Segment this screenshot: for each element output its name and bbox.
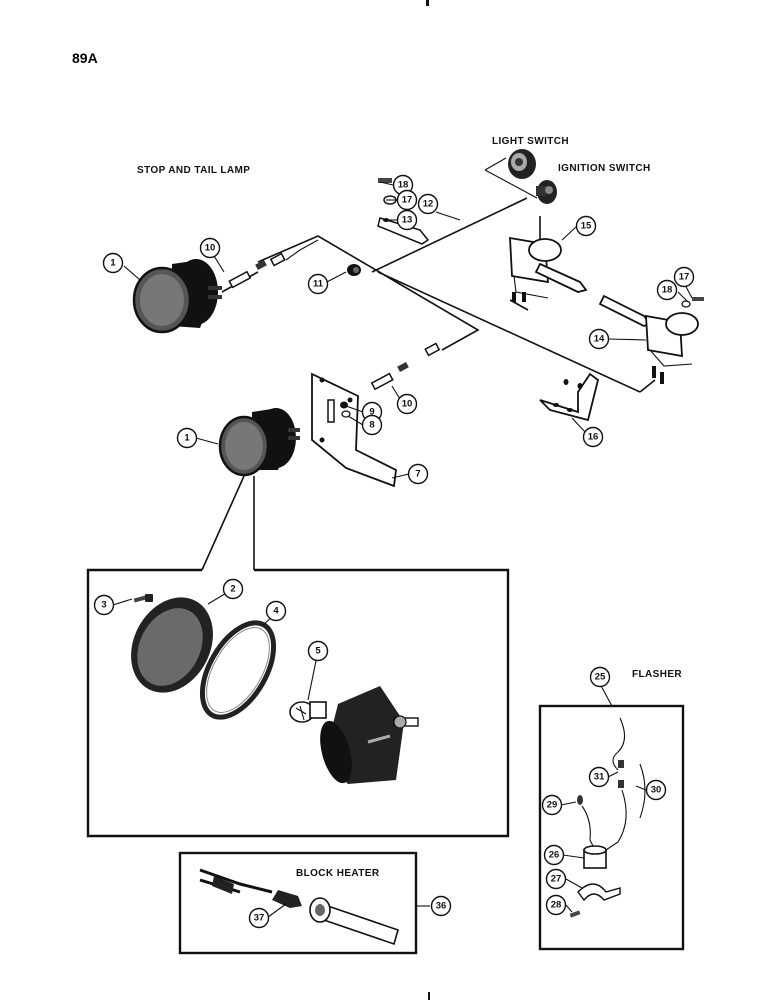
label-stop-and-tail-lamp: STOP AND TAIL LAMP [137,165,250,176]
callout-18-right: 18 [662,285,673,296]
callout-11: 11 [313,279,324,290]
label-light-switch: LIGHT SWITCH [492,136,569,147]
callouts: 1 10 11 18 17 13 12 15 18 17 14 16 10 9 … [93,174,695,929]
callout-30: 30 [651,785,662,796]
callout-17-right: 17 [679,272,690,283]
light-switch [508,149,536,179]
lamp-lens-door [131,597,213,693]
flasher-unit [583,845,607,869]
callout-5: 5 [315,646,321,657]
callout-31: 31 [594,772,605,783]
callout-7: 7 [415,469,420,480]
callout-4: 4 [273,606,279,617]
callout-26: 26 [549,850,560,861]
lamp-bulb [289,701,327,723]
callout-2: 2 [230,584,235,595]
callout-27: 27 [551,874,562,885]
callout-36: 36 [436,901,447,912]
nut-washer [340,401,351,418]
callout-18: 18 [398,180,409,191]
leader-explode-left [201,475,245,571]
callout-1-lower: 1 [184,433,190,444]
callout-1: 1 [110,258,116,269]
connector-lower [370,342,441,391]
flasher-screw [569,910,581,918]
callout-25: 25 [595,672,606,683]
callout-12: 12 [423,199,434,210]
callout-29: 29 [547,800,558,811]
callout-15: 15 [581,221,592,232]
bracket-14 [598,294,699,384]
grommet [347,264,361,276]
ignition-switch [536,180,557,204]
page-number: 89A [72,50,98,66]
label-flasher: FLASHER [632,669,682,680]
lamp-gasket [199,620,277,720]
callout-16: 16 [588,432,599,443]
scan-mark-top [426,0,429,6]
callout-14: 14 [594,334,605,345]
flasher-clamp [577,883,621,902]
lamp-housing [320,686,419,784]
callout-10-lower: 10 [402,399,413,410]
callout-9: 9 [369,407,374,418]
label-block-heater: BLOCK HEATER [296,868,380,879]
callout-8: 8 [369,420,374,431]
bracket-15 [509,236,588,302]
lamp-bracket [311,372,397,488]
bracket-16 [539,372,600,422]
callout-37: 37 [254,913,265,924]
callout-17: 17 [402,195,413,206]
flasher-wires [577,717,646,851]
callout-13: 13 [402,215,413,226]
screw-right [681,297,704,308]
exploded-lamp-box [86,568,510,838]
connector-upper [221,252,286,293]
leader-flasher [599,683,613,707]
callout-3: 3 [101,600,106,611]
stop-tail-lamp-upper [132,259,222,334]
block-heater-element [309,897,399,946]
scan-mark-bottom [428,992,430,1000]
label-ignition-switch: IGNITION SWITCH [558,163,651,174]
block-heater-box [178,851,418,955]
stop-tail-lamp-lower [218,408,300,477]
callout-10: 10 [205,243,216,254]
lamp-screw [133,594,153,603]
block-heater-cord [199,868,302,908]
callout-28: 28 [551,900,562,911]
wiring-harness [257,157,656,393]
